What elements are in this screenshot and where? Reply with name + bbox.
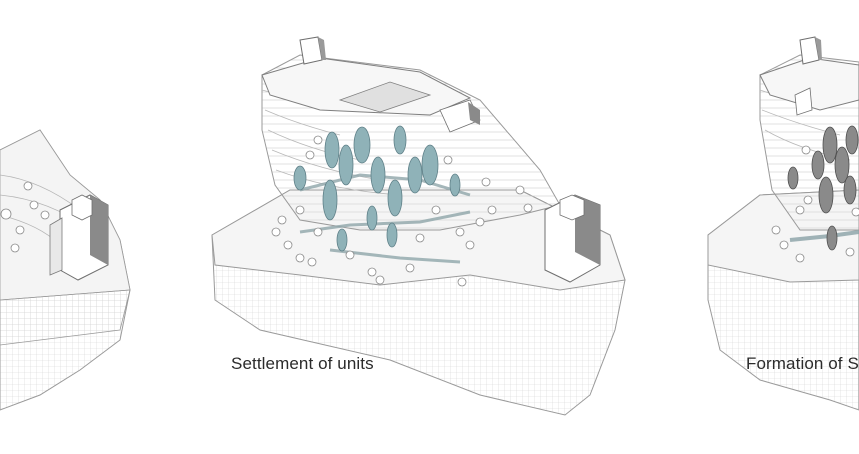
caption-settlement-of-units: Settlement of units — [231, 354, 374, 373]
castle-top-center — [261, 36, 481, 133]
cluster-trees-right — [787, 125, 859, 251]
tree-group-left — [0, 181, 50, 253]
tree-group-right — [771, 145, 859, 263]
unit-trees-center — [293, 125, 461, 252]
panel-center — [211, 36, 626, 416]
panel-right — [707, 36, 859, 411]
panel-left — [0, 129, 131, 411]
tree-group-center — [271, 135, 533, 287]
tower-building-center — [544, 194, 601, 283]
tower-building-left — [49, 194, 109, 281]
castle-top-right — [759, 36, 859, 116]
caption-formation: Formation of S — [746, 354, 859, 373]
